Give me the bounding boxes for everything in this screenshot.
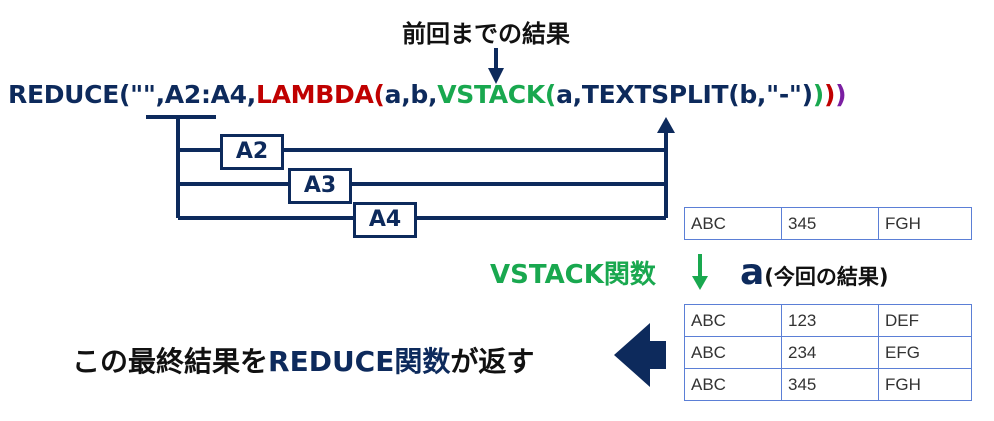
formula-close-vstack: ) xyxy=(812,80,824,109)
vstack-arrow-head xyxy=(692,276,708,290)
cell: FGH xyxy=(878,368,972,401)
cell: FGH xyxy=(878,207,972,240)
cell: 234 xyxy=(781,336,879,369)
caption-arrow-head xyxy=(488,68,504,84)
return-arrow-icon xyxy=(614,323,666,387)
formula-close-reduce: ) xyxy=(835,80,847,109)
cell: 345 xyxy=(781,207,879,240)
current-result-a: a xyxy=(740,252,765,293)
vstack-label: VSTACK関数 xyxy=(490,260,656,290)
iteration-box-a3: A3 xyxy=(288,168,352,204)
table-row: ABC 123 DEF xyxy=(684,304,972,337)
current-result-label: a(今回の結果) xyxy=(740,252,889,293)
formula-reduce: REDUCE( xyxy=(8,80,131,109)
final-caption-part3: が返す xyxy=(450,345,535,378)
table-row: ABC 345 FGH xyxy=(684,207,972,240)
table-row: ABC 345 FGH xyxy=(684,368,972,401)
result-table: ABC 123 DEF ABC 234 EFG ABC 345 FGH xyxy=(684,304,972,401)
cell: ABC xyxy=(684,207,782,240)
cell: 123 xyxy=(781,304,879,337)
iteration-box-a2: A2 xyxy=(220,134,284,170)
cell: ABC xyxy=(684,368,782,401)
formula-range: A2:A4 xyxy=(164,80,247,109)
b-arrow-head xyxy=(657,117,675,133)
formula-comma: , xyxy=(246,80,257,109)
previous-result-caption: 前回までの結果 xyxy=(402,20,570,48)
cell: ABC xyxy=(684,336,782,369)
formula-init: "", xyxy=(130,80,165,109)
formula-vstack: VSTACK( xyxy=(437,80,557,109)
formula-lambda: LAMBDA( xyxy=(255,80,385,109)
cell: EFG xyxy=(878,336,972,369)
formula-arg-a: a, xyxy=(556,80,582,109)
cell: 345 xyxy=(781,368,879,401)
iteration-box-a4: A4 xyxy=(353,202,417,238)
current-result-text: (今回の結果) xyxy=(764,265,889,289)
final-caption-part1: この最終結果を xyxy=(72,345,269,378)
final-caption-reduce: REDUCE関数 xyxy=(268,345,451,378)
formula-close-lambda: ) xyxy=(823,80,836,109)
formula-params: a,b, xyxy=(384,80,438,109)
formula-textsplit: TEXTSPLIT(b,"-") xyxy=(581,80,813,109)
cell: ABC xyxy=(684,304,782,337)
previous-result-table: ABC 345 FGH xyxy=(684,207,972,240)
final-caption: この最終結果をREDUCE関数が返す xyxy=(72,340,534,380)
table-row: ABC 234 EFG xyxy=(684,336,972,369)
reduce-formula: REDUCE("",A2:A4,LAMBDA(a,b,VSTACK(a,TEXT… xyxy=(8,80,847,109)
cell: DEF xyxy=(878,304,972,337)
